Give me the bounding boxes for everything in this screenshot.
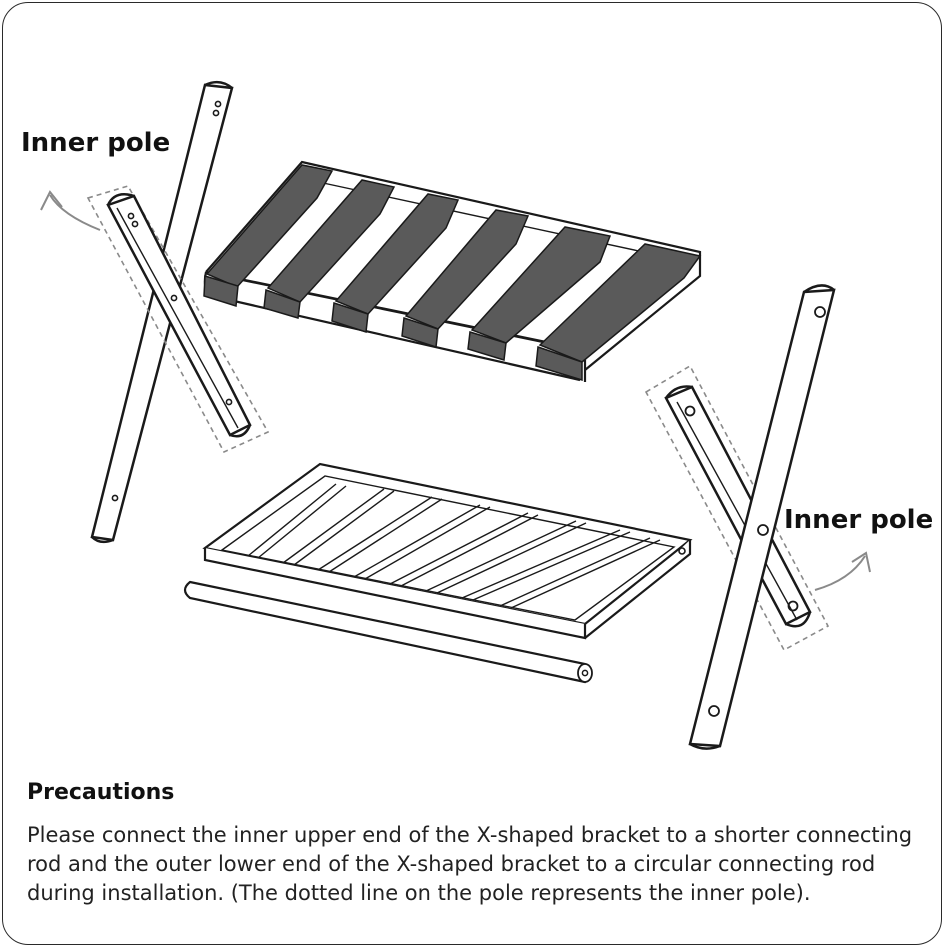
- precautions-body: Please connect the inner upper end of th…: [27, 823, 913, 905]
- left-outer-pole: [90, 80, 234, 544]
- round-connecting-rod: [183, 580, 593, 684]
- inner-pole-label-right: Inner pole: [784, 505, 934, 535]
- left-rotate-arrow-icon: [40, 190, 101, 231]
- precautions-title: Precautions: [27, 780, 175, 805]
- right-rotate-arrow-icon: [814, 551, 871, 591]
- right-outer-pole: [688, 284, 836, 750]
- inner-pole-label-left: Inner pole: [21, 128, 171, 158]
- top-strap-frame: [203, 160, 702, 382]
- left-inner-pole: [86, 185, 270, 454]
- bottom-shelf: [202, 462, 693, 640]
